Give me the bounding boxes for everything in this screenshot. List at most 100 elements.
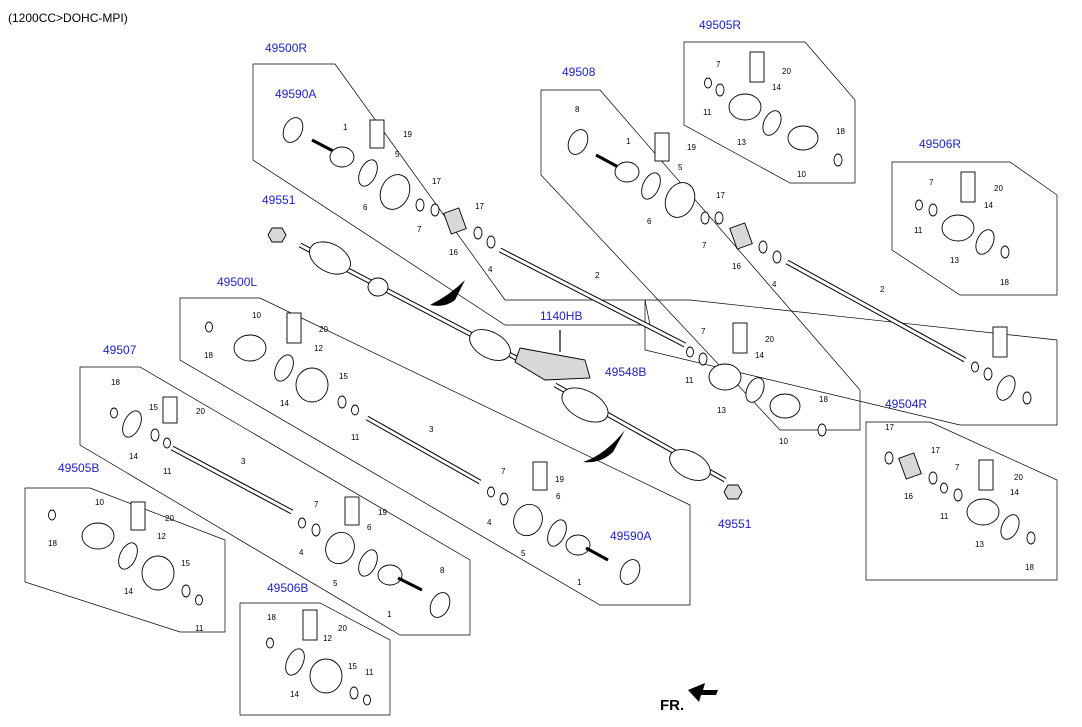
assembly-label-49507[interactable]: 49507 [103, 343, 137, 357]
callout: 6 [556, 492, 561, 501]
callout: 4 [488, 265, 493, 274]
callout: 20 [165, 514, 174, 523]
callout: 13 [950, 256, 959, 265]
boot-13-49504R [966, 498, 1000, 526]
boot-12-49500L [295, 367, 329, 403]
assembly-label-49500L[interactable]: 49500L [217, 275, 257, 289]
callout: 18 [48, 539, 57, 548]
ring-15-49505B [181, 584, 191, 598]
grease-19-49508 [654, 132, 670, 162]
ring-8-49508 [567, 129, 589, 155]
callout: 19 [403, 130, 412, 139]
assembly-label-49508[interactable]: 49508 [562, 65, 596, 79]
callout: 20 [782, 67, 791, 76]
callout: 6 [367, 523, 372, 532]
panel-49500R [252, 63, 651, 326]
callout: 18 [819, 395, 828, 404]
panel-49504R [865, 421, 1058, 581]
band-6-49500L [547, 519, 567, 547]
clamp-7-49504R [953, 488, 963, 502]
assembly-label-49551-top[interactable]: 49551 [262, 193, 296, 207]
ring-18-49505R [833, 153, 843, 167]
callout: 6 [363, 203, 368, 212]
shaft-part-3-middle [365, 415, 482, 485]
nut-49551-bottom [723, 484, 743, 500]
assembly-label-49506R[interactable]: 49506R [919, 137, 961, 151]
callout: 8 [440, 566, 445, 575]
callout: 20 [338, 624, 347, 633]
outer-joint-1-lower [377, 564, 423, 592]
assembly-label-49505B[interactable]: 49505B [58, 461, 99, 475]
grease-19-lower [344, 496, 360, 526]
shaft-part-3-lower [170, 445, 294, 515]
ring-17a-49508 [714, 211, 724, 225]
assembly-label-49505R[interactable]: 49505R [699, 18, 741, 32]
boot-5-lower [325, 531, 355, 565]
band-14-49505B [118, 542, 138, 570]
callout: 17 [885, 423, 894, 432]
callout: 14 [280, 399, 289, 408]
ring-18-49505B [48, 509, 56, 521]
damper-16-49504R [898, 452, 922, 480]
callout: 5 [521, 549, 526, 558]
ring-17a-top [430, 203, 440, 217]
assembly-label-49500R[interactable]: 49500R [265, 41, 307, 55]
grease-20-far-right [992, 326, 1008, 358]
assembly-label-49548B[interactable]: 49548B [605, 365, 646, 379]
ring-17b-49508 [758, 240, 768, 254]
ring-11-49506R [915, 199, 923, 211]
callout: 19 [555, 475, 564, 484]
ring-11-far-right [971, 361, 979, 373]
grease-20-49500L [286, 312, 302, 344]
assembly-label-49590A-bottom[interactable]: 49590A [610, 529, 651, 543]
pointer-arrow-lower [583, 430, 625, 463]
assembly-label-49506B[interactable]: 49506B [267, 581, 308, 595]
callout: 1 [577, 578, 582, 587]
callout: 16 [904, 492, 913, 501]
callout: 4 [487, 518, 492, 527]
panel-49500L [179, 297, 691, 606]
callout: 1 [626, 137, 631, 146]
band-14-49507 [122, 410, 142, 438]
ring-18-49506R [1000, 245, 1010, 259]
band-6-top [358, 159, 378, 187]
grease-20-49505B [130, 501, 146, 531]
ring-18-49500L [205, 321, 213, 333]
callout: 7 [701, 327, 706, 336]
callout: 12 [314, 344, 323, 353]
grease-20-49506B [302, 609, 318, 641]
callout: 7 [955, 463, 960, 472]
band-6-lower [358, 549, 378, 577]
band-14-49506B [285, 648, 305, 676]
assembly-label-49504R[interactable]: 49504R [885, 397, 927, 411]
callout: 7 [417, 225, 422, 234]
callout: 7 [501, 467, 506, 476]
callout: 12 [157, 532, 166, 541]
pointer-arrow-upper [430, 280, 465, 306]
callout: 18 [204, 351, 213, 360]
callout: 5 [395, 150, 400, 159]
callout: 18 [836, 127, 845, 136]
callout: 11 [195, 624, 204, 633]
ring-4-49500L [487, 486, 495, 498]
callout: 11 [685, 376, 694, 385]
boot-12-49506B [309, 658, 343, 694]
inner-joint-10-right [769, 393, 801, 419]
ring-11-49505B [195, 594, 203, 606]
front-direction-arrow-icon [688, 683, 718, 702]
callout: 14 [1010, 488, 1019, 497]
assembly-label-1140HB[interactable]: 1140HB [540, 309, 582, 323]
callout: 11 [351, 433, 360, 442]
inner-joint-10-49505B [81, 522, 115, 550]
assembly-label-49590A-top[interactable]: 49590A [275, 87, 316, 101]
assembly-label-49551-bottom[interactable]: 49551 [718, 517, 752, 531]
callout: 14 [129, 452, 138, 461]
callout: 13 [975, 540, 984, 549]
grease-20-49505R [749, 51, 765, 83]
grease-20-49507 [162, 396, 178, 424]
panel-right-lower [644, 299, 1058, 426]
ring-11-49505R [704, 77, 712, 89]
ring-18-49507 [110, 407, 118, 419]
nut-49551-top [267, 227, 287, 243]
inner-joint-10-49500L [233, 334, 267, 362]
